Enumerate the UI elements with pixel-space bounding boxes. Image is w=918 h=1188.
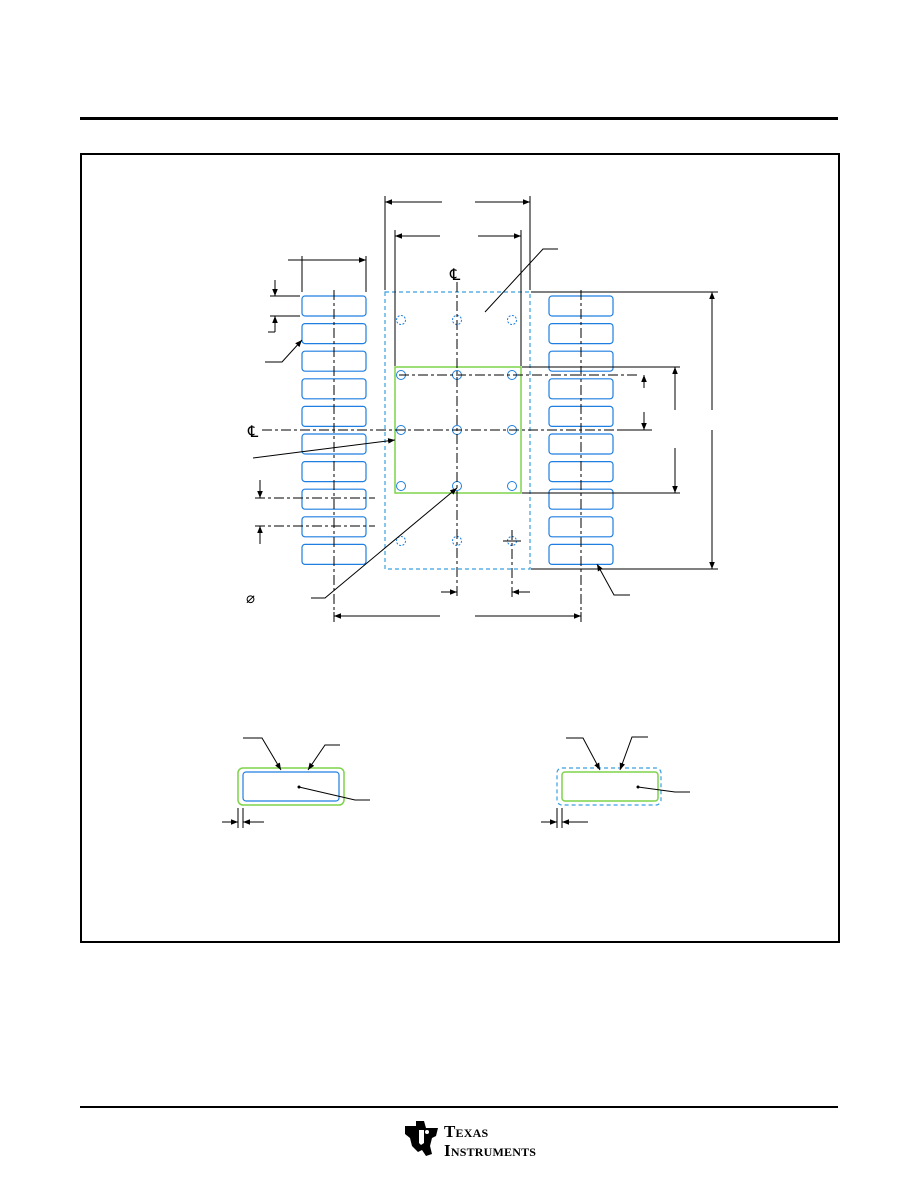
right-pad [548,433,614,455]
diameter-symbol: ⌀ [246,589,255,607]
via [452,536,462,546]
footer-rule [80,1106,838,1108]
dimension-lines [252,196,718,622]
detail-pad-left [222,737,370,828]
detail-pad-right [541,736,690,828]
left-pad [301,516,367,538]
via [396,536,406,546]
right-pad [548,516,614,538]
via [507,481,517,491]
header-rule [80,117,838,120]
ti-wordmark: TEXAS INSTRUMENTS [444,1122,537,1160]
drawing-frame [80,153,840,943]
via [452,315,462,325]
centerlines [255,282,640,620]
via [396,481,406,491]
centerline-symbol-left: ℄ [247,422,259,441]
via [396,315,406,325]
ti-logo-icon [405,1121,438,1156]
via [507,315,517,325]
centerline-symbol-top: ℄ [449,265,461,284]
